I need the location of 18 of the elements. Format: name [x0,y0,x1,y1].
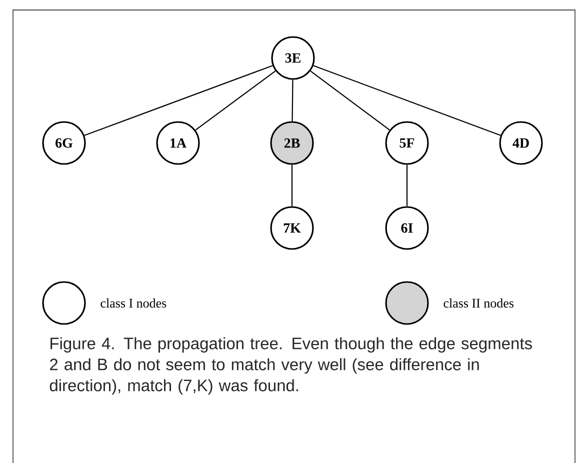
tree-edge [406,164,408,206]
tree-edge [292,80,294,122]
tree-node: 7K [270,206,314,250]
tree-edge [313,65,501,136]
tree-node: 6G [42,121,86,165]
tree-node: 5F [385,121,429,165]
tree-node: 4D [499,121,543,165]
tree-edge [310,70,390,130]
caption: Figure 4. The propagation tree. Even though the edge segments 2 and B do not seem to match very well (see difference in direction), match (7,K) was found. [50,337,532,395]
legend-label: class I nodes [100,298,166,308]
tree-node: 6I [385,206,429,250]
tree-node: 1A [156,121,200,165]
tree-node: 2B [270,121,314,165]
tree-edge [291,164,293,206]
tree-node: 3E [271,36,315,80]
legend-label: class II nodes [444,298,514,308]
tree-edge [195,70,276,130]
tree-edge [84,65,273,136]
